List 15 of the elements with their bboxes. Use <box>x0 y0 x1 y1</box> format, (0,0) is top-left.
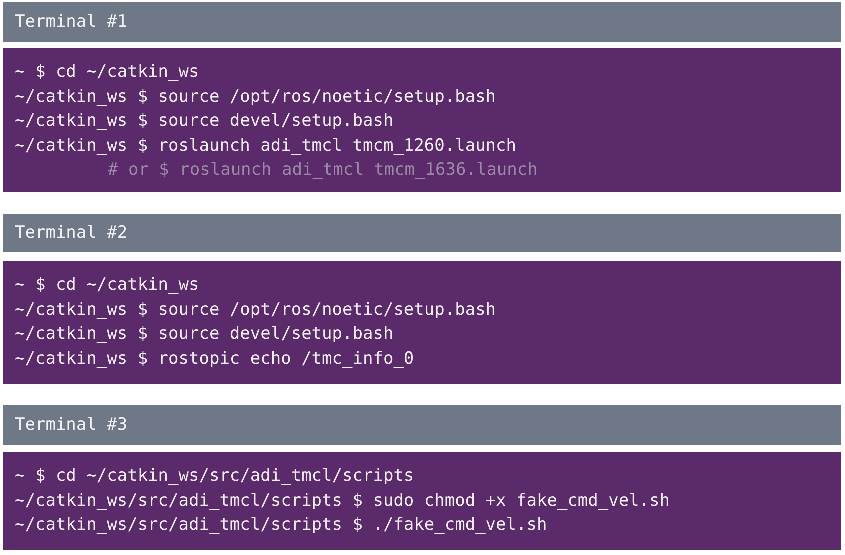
command-line: ~/catkin_ws $ rostopic echo /tmc_info_0 <box>15 348 416 370</box>
window-title-bar: Terminal #1 <box>3 2 841 42</box>
command-line: ~/catkin_ws $ source devel/setup.bash <box>15 323 395 346</box>
command-line: ~ $ cd ~/catkin_ws <box>15 274 200 297</box>
command-line: ~/catkin_ws $ source /opt/ros/noetic/setup.bash <box>15 86 498 108</box>
command-line: ~ $ cd ~/catkin_ws/src/adi_tmcl/scripts <box>15 465 416 488</box>
window-title-bar: Terminal #2 <box>3 214 841 252</box>
command-line: ~/catkin_ws $ source devel/setup.bash <box>15 110 395 133</box>
code-comment: # or $ roslaunch adi_tmcl tmcm_1636.launch <box>107 159 539 182</box>
command-line: ~/catkin_ws/src/adi_tmcl/scripts $ sudo chmod +x fake_cmd_vel.sh <box>15 490 672 512</box>
window-title-bar: Terminal #3 <box>3 405 841 445</box>
command-line: ~/catkin_ws/src/adi_tmcl/scripts $ ./fake_cmd_vel.sh <box>15 514 548 537</box>
command-line: ~/catkin_ws $ source /opt/ros/noetic/setup.bash <box>15 298 498 322</box>
command-line: ~ $ cd ~/catkin_ws <box>15 61 200 84</box>
command-line: ~/catkin_ws $ roslaunch adi_tmcl tmcm_1260.launch <box>15 134 518 158</box>
